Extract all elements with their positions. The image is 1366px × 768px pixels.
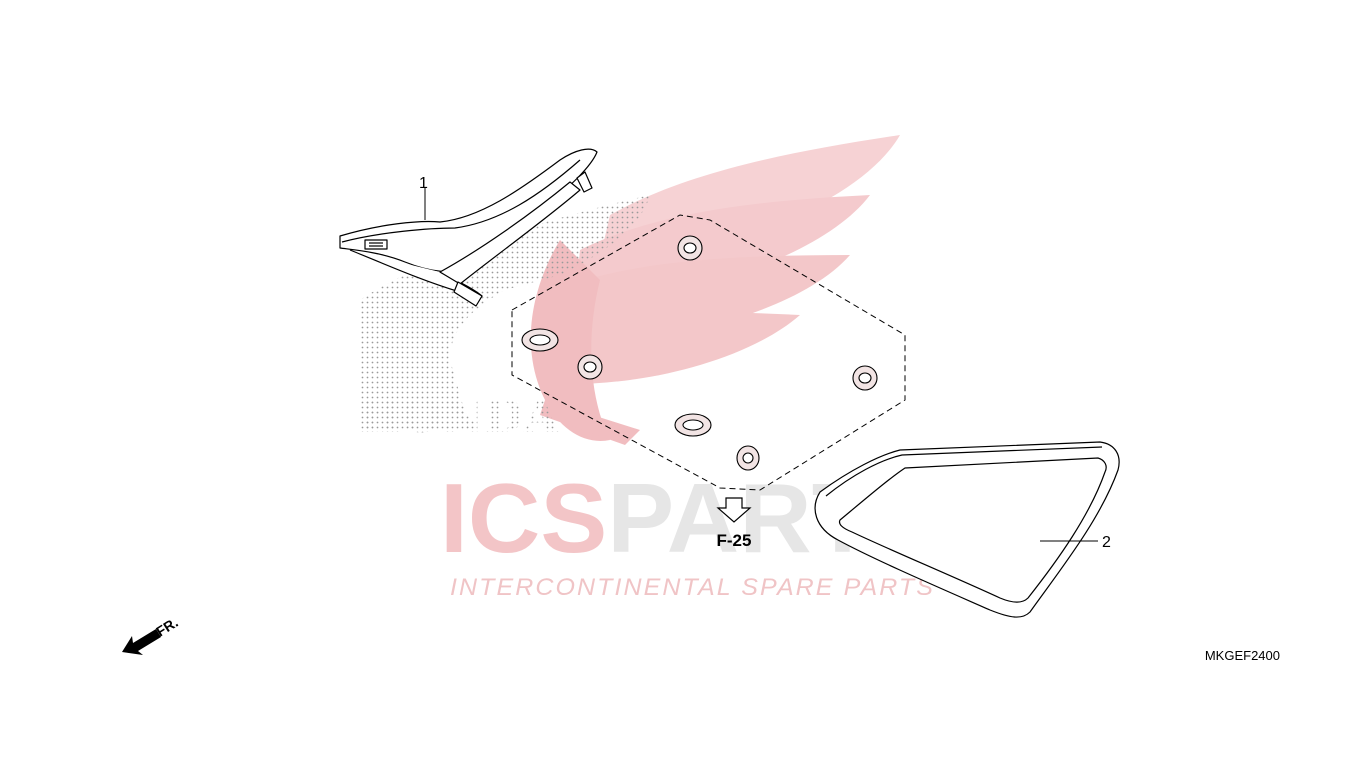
reference-label: F-25: [717, 531, 752, 550]
honda-dotted-watermark: HONDA: [358, 195, 650, 443]
grommet-oval: [674, 413, 712, 437]
honda-wordmark: HONDA: [358, 389, 560, 443]
front-arrow-icon: [122, 629, 161, 655]
grommet-oval: [521, 328, 559, 352]
diagram-code: MKGEF2400: [1205, 648, 1280, 663]
front-direction-indicator: FR.: [122, 614, 181, 655]
reference-arrow-icon: [716, 497, 752, 523]
callout-1: 1: [419, 175, 428, 192]
brand-tagline: INTERCONTINENTAL SPARE PARTS: [450, 574, 935, 601]
grommet-round: [852, 365, 878, 391]
side-cover-part: [814, 441, 1120, 618]
grommet-round: [677, 235, 703, 261]
grommet-round: [736, 445, 760, 471]
grommet-set: [521, 235, 878, 471]
grommet-round: [577, 354, 603, 380]
honda-wing-watermark: [530, 135, 900, 445]
seat-part: [339, 148, 598, 307]
brand-ics: ICS: [440, 463, 607, 573]
callout-2: 2: [1102, 534, 1111, 551]
grommet-set-outline: [511, 214, 906, 491]
